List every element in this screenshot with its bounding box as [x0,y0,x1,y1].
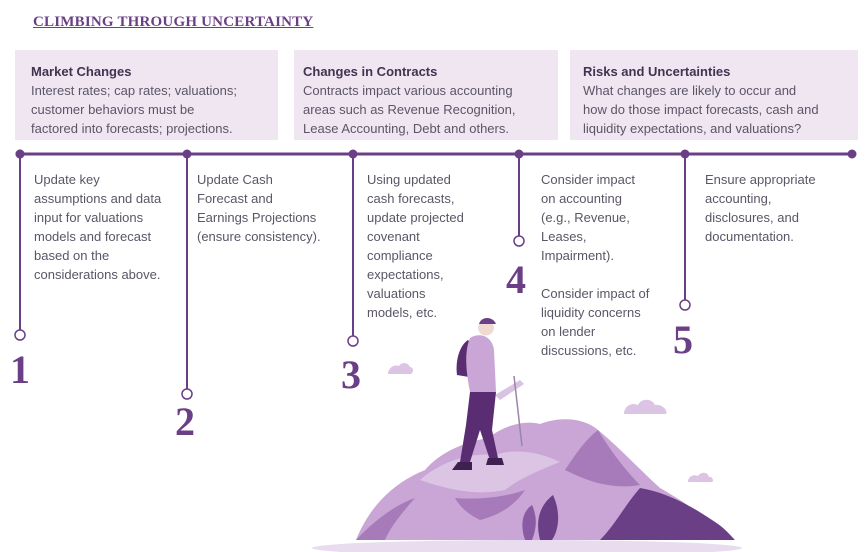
step-4-number: 4 [506,257,526,302]
step-marker [513,235,525,247]
changes-in-contracts-box: Changes in Contracts Contracts impact va… [294,50,558,140]
page-title: CLIMBING THROUGH UNCERTAINTY [33,14,314,30]
box-text: What changes are likely to occur and how… [583,83,819,136]
market-changes-box: Market Changes Interest rates; cap rates… [15,50,278,140]
box-heading: Changes in Contracts [303,64,438,79]
step-marker [14,329,26,341]
mountain-illustration [312,419,742,552]
step-marker [347,335,359,347]
step-marker [679,299,691,311]
cloud-icon [388,363,713,482]
step-5-number: 5 [673,317,693,362]
timeline-node [847,149,857,159]
hiker-illustration [452,318,524,470]
box-heading: Risks and Uncertainties [583,64,731,79]
step-marker [181,388,193,400]
box-heading: Market Changes [31,64,132,79]
step-1-number: 1 [10,347,30,392]
step-2-number: 2 [175,399,195,444]
step-3-number: 3 [341,352,361,397]
box-text: Contracts impact various accounting area… [303,83,516,136]
box-text: Interest rates; cap rates; valuations; c… [31,83,237,136]
risks-and-uncertainties-box: Risks and Uncertainties What changes are… [570,50,858,140]
